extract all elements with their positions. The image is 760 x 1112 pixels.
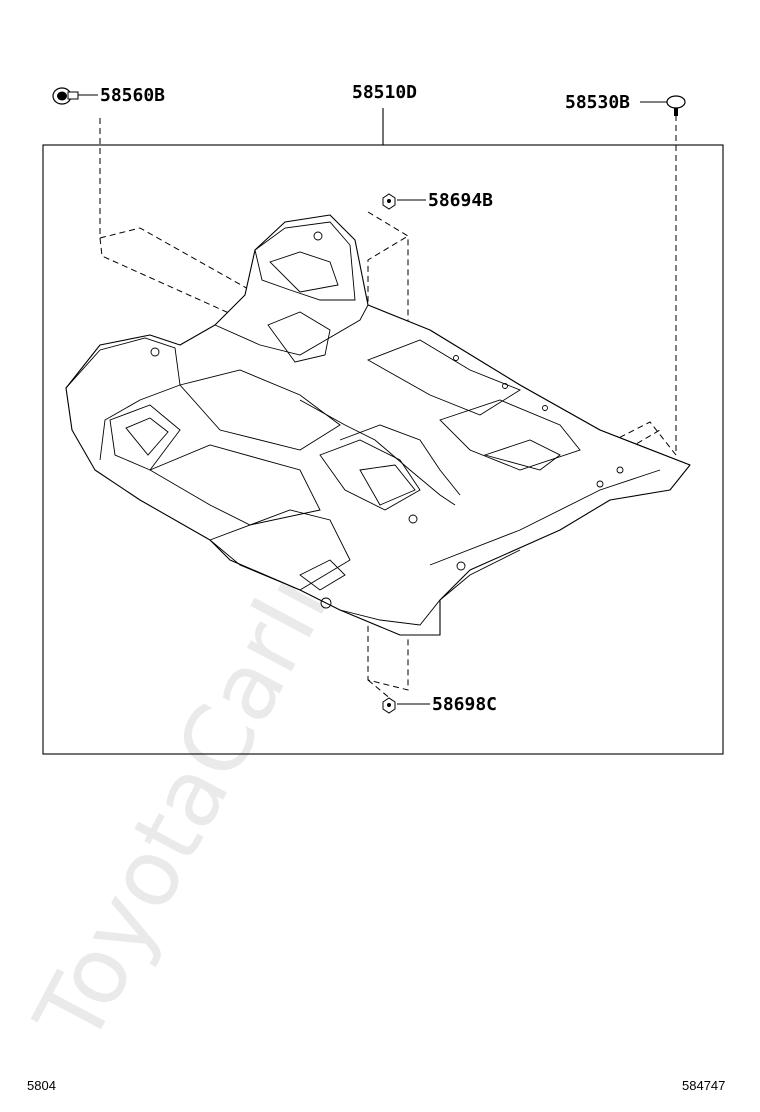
part-label-58560B: 58560B	[100, 85, 165, 106]
clip-icon	[52, 87, 79, 105]
nut-icon	[382, 697, 396, 714]
illustration-code: 584747	[682, 1078, 725, 1093]
plug-icon	[666, 95, 686, 116]
part-label-58694B: 58694B	[428, 190, 493, 211]
part-label-58510D: 58510D	[352, 82, 417, 103]
floor-carpet	[65, 214, 691, 636]
nut-icon	[382, 193, 396, 210]
part-label-58698C: 58698C	[432, 694, 497, 715]
page-code: 5804	[27, 1078, 56, 1093]
part-label-58530B: 58530B	[565, 92, 630, 113]
